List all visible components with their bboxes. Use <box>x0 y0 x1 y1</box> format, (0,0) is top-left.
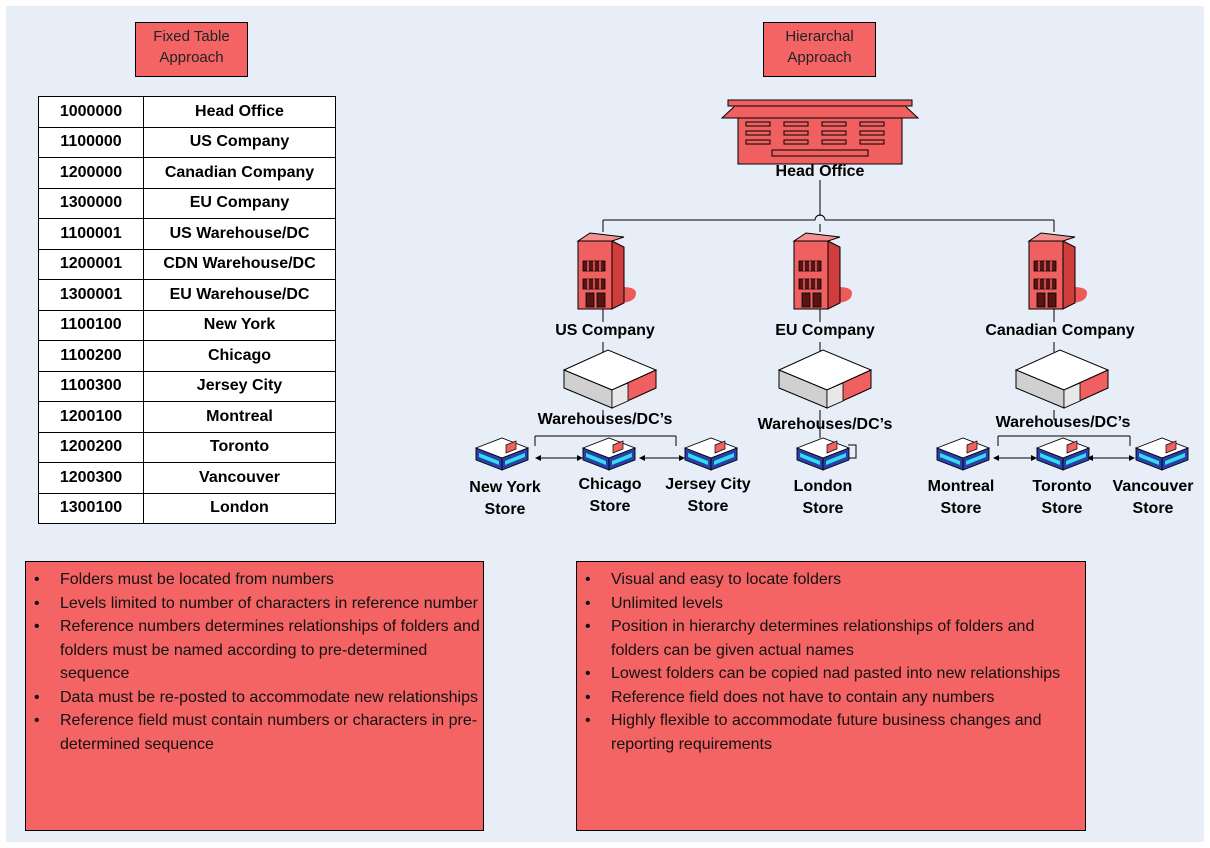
folder-name-cell: Head Office <box>143 96 336 128</box>
folder-name-cell: Toronto <box>143 431 336 463</box>
montreal-store-icon <box>936 437 990 471</box>
reference-number-cell: 1100200 <box>38 340 144 372</box>
us-warehouse-icon <box>563 349 657 409</box>
bullet-item: Reference field does not have to contain… <box>577 686 1085 710</box>
us-company-label: US Company <box>555 322 655 339</box>
toronto-line-2: Store <box>1041 500 1083 517</box>
toronto-store-label: Toronto Store <box>1012 476 1112 520</box>
bullet-item: Visual and easy to locate folders <box>577 568 1085 592</box>
folder-name-cell: Montreal <box>143 401 336 433</box>
new-york-store-label: New York Store <box>455 477 555 521</box>
toronto-store-icon <box>1036 437 1090 471</box>
vancouver-line-1: Vancouver <box>1112 478 1194 495</box>
bullet-item: Lowest folders can be copied nad pasted … <box>577 662 1085 686</box>
vancouver-store-icon <box>1135 437 1189 471</box>
montreal-line-1: Montreal <box>927 478 995 495</box>
london-line-1: London <box>793 478 853 495</box>
hierarchal-approach-list: Visual and easy to locate foldersUnlimit… <box>577 568 1085 756</box>
reference-number-cell: 1200000 <box>38 157 144 189</box>
ca-warehouses-label: Warehouses/DC’s <box>995 414 1131 431</box>
new-york-line-1: New York <box>469 479 541 496</box>
hier-title-line-1: Hierarchal <box>785 28 854 45</box>
reference-number-cell: 1300000 <box>38 187 144 219</box>
us-company-building-icon <box>577 232 637 310</box>
chicago-store-label: Chicago Store <box>560 474 660 518</box>
head-office-label: Head Office <box>775 163 865 180</box>
jersey-city-store-label: Jersey City Store <box>653 474 763 518</box>
head-office-building-icon <box>720 99 920 165</box>
reference-number-cell: 1200300 <box>38 462 144 494</box>
bullet-item: Levels limited to number of characters i… <box>26 592 483 616</box>
reference-number-cell: 1100100 <box>38 309 144 341</box>
vancouver-store-label: Vancouver Store <box>1103 476 1203 520</box>
bullet-item: Unlimited levels <box>577 592 1085 616</box>
eu-company-label: EU Company <box>775 322 875 339</box>
folder-name-cell: Vancouver <box>143 462 336 494</box>
fixed-title-line-2: Approach <box>159 49 224 66</box>
eu-company-building-icon <box>793 232 853 310</box>
london-store-label: London Store <box>773 476 873 520</box>
ca-warehouse-icon <box>1015 349 1109 409</box>
new-york-line-2: Store <box>484 501 526 518</box>
jersey-city-line-2: Store <box>687 498 729 515</box>
folder-name-cell: US Company <box>143 126 336 158</box>
bullet-item: Folders must be located from numbers <box>26 568 483 592</box>
eu-warehouses-label: Warehouses/DC’s <box>757 416 893 433</box>
fixed-table-title: Fixed Table Approach <box>135 22 248 77</box>
bullet-item: Highly flexible to accommodate future bu… <box>577 709 1085 756</box>
reference-number-cell: 1100300 <box>38 370 144 402</box>
folder-name-cell: US Warehouse/DC <box>143 218 336 250</box>
reference-number-cell: 1200001 <box>38 248 144 280</box>
chicago-store-icon <box>582 437 636 471</box>
london-line-2: Store <box>802 500 844 517</box>
chicago-line-1: Chicago <box>578 476 642 493</box>
folder-name-cell: London <box>143 492 336 524</box>
bullet-item: Data must be re-posted to accommodate ne… <box>26 686 483 710</box>
london-store-icon <box>796 437 850 471</box>
hierarchal-approach-notes: Visual and easy to locate foldersUnlimit… <box>576 561 1086 831</box>
hierarchal-title: Hierarchal Approach <box>763 22 876 77</box>
folder-name-cell: Canadian Company <box>143 157 336 189</box>
bullet-item: Position in hierarchy determines relatio… <box>577 615 1085 662</box>
folder-name-cell: Chicago <box>143 340 336 372</box>
vancouver-line-2: Store <box>1132 500 1174 517</box>
fixed-approach-notes: Folders must be located from numbersLeve… <box>25 561 484 831</box>
canadian-company-building-icon <box>1028 232 1088 310</box>
folder-name-cell: Jersey City <box>143 370 336 402</box>
jersey-city-store-icon <box>684 437 738 471</box>
montreal-store-label: Montreal Store <box>911 476 1011 520</box>
canadian-company-label: Canadian Company <box>985 322 1135 339</box>
chicago-line-2: Store <box>589 498 631 515</box>
toronto-line-1: Toronto <box>1032 478 1092 495</box>
reference-number-cell: 1300001 <box>38 279 144 311</box>
fixed-title-line-1: Fixed Table <box>153 28 230 45</box>
bullet-item: Reference field must contain numbers or … <box>26 709 483 756</box>
us-warehouses-label: Warehouses/DC’s <box>537 411 673 428</box>
eu-warehouse-icon <box>778 349 872 409</box>
reference-number-cell: 1000000 <box>38 96 144 128</box>
montreal-line-2: Store <box>940 500 982 517</box>
reference-number-cell: 1200200 <box>38 431 144 463</box>
folder-name-cell: EU Warehouse/DC <box>143 279 336 311</box>
new-york-store-icon <box>475 437 529 471</box>
hier-title-line-2: Approach <box>787 49 852 66</box>
bullet-item: Reference numbers determines relationshi… <box>26 615 483 686</box>
fixed-approach-list: Folders must be located from numbersLeve… <box>26 568 483 756</box>
jersey-city-line-1: Jersey City <box>665 476 751 493</box>
reference-number-cell: 1100000 <box>38 126 144 158</box>
